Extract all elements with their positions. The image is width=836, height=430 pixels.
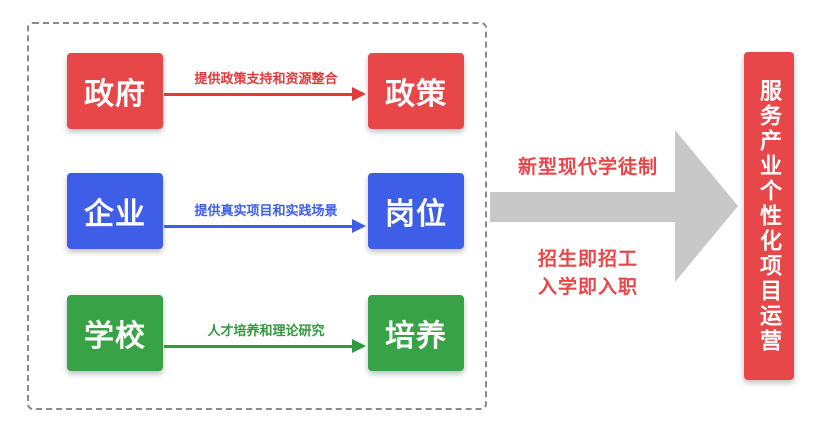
government-box: 政府 — [67, 53, 163, 129]
arrowhead-icon — [352, 339, 366, 353]
school-connector-label: 人才培养和理论研究 — [207, 323, 325, 338]
study-employ-label: 入学即入职 — [537, 277, 638, 298]
training-box: 培养 — [368, 295, 464, 371]
enterprise-connector-line — [164, 225, 354, 228]
enterprise-connector-label: 提供真实项目和实践场景 — [194, 203, 338, 218]
school-connector: 人才培养和理论研究 — [164, 320, 368, 356]
enroll-recruit-label: 招生即招工 — [537, 249, 638, 270]
school-label: 学校 — [84, 320, 146, 353]
stakeholder-group-frame — [27, 22, 487, 410]
result-bar: 服务产业个性化项目运营 — [744, 52, 794, 380]
government-connector-line — [164, 93, 354, 96]
arrowhead-icon — [352, 87, 366, 101]
policy-box: 政策 — [368, 53, 464, 129]
policy-label: 政策 — [385, 78, 447, 111]
school-connector-line — [164, 345, 354, 348]
position-box: 岗位 — [368, 173, 464, 249]
enterprise-label: 企业 — [84, 198, 146, 231]
training-label: 培养 — [385, 320, 447, 353]
government-connector: 提供政策支持和资源整合 — [164, 68, 368, 104]
government-label: 政府 — [84, 78, 146, 111]
enterprise-connector: 提供真实项目和实践场景 — [164, 200, 368, 236]
enterprise-box: 企业 — [67, 173, 163, 249]
school-box: 学校 — [67, 295, 163, 371]
apprenticeship-label: 新型现代学徒制 — [517, 157, 658, 178]
result-label: 服务产业个性化项目运营 — [757, 78, 782, 354]
government-connector-label: 提供政策支持和资源整合 — [194, 71, 338, 86]
arrowhead-icon — [352, 219, 366, 233]
big-right-arrow-icon — [490, 130, 738, 282]
position-label: 岗位 — [385, 198, 447, 231]
